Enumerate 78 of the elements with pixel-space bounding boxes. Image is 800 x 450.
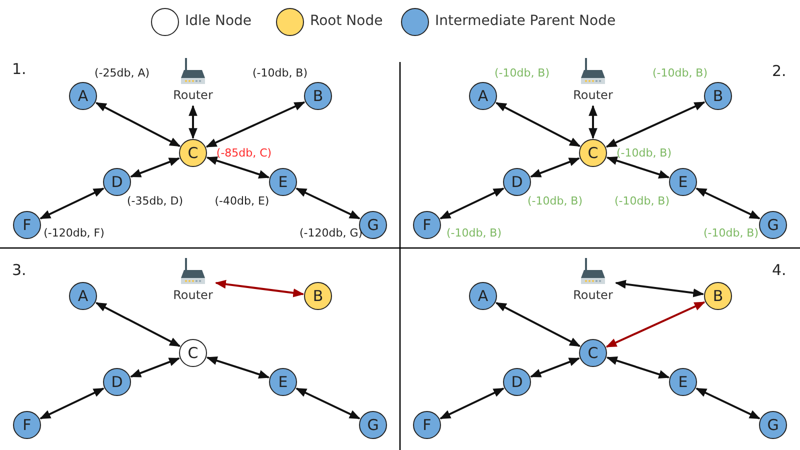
signal-strength-label: (-10db, B): [616, 146, 672, 160]
signal-strength-label: (-85db, C): [216, 146, 272, 160]
node-circle: F: [13, 211, 41, 239]
arrow: [495, 102, 581, 147]
arrow: [606, 356, 670, 379]
device-label: Router: [173, 288, 213, 302]
node-circle: A: [69, 282, 97, 310]
node-circle: F: [13, 411, 41, 439]
node-circle: A: [69, 82, 97, 110]
arrow: [530, 157, 580, 178]
node-circle: B: [304, 82, 332, 110]
node-circle: C: [579, 339, 607, 367]
node-circle: C: [179, 339, 207, 367]
legend-label: Intermediate Parent Node: [435, 13, 616, 29]
panel-number: 1.: [12, 60, 26, 78]
arrow: [214, 280, 304, 298]
arrow: [296, 188, 360, 220]
arrow: [530, 357, 580, 378]
signal-strength-label: (-10db, B): [446, 226, 502, 240]
arrow: [95, 302, 181, 347]
legend-label: Root Node: [310, 13, 383, 29]
arrow: [440, 188, 504, 220]
arrow: [495, 302, 581, 347]
node-circle: E: [269, 168, 297, 196]
node-circle: B: [704, 82, 732, 110]
signal-strength-label: (-25db, A): [94, 66, 150, 80]
device-label: Router: [173, 88, 213, 102]
signal-strength-label: (-35db, D): [127, 194, 183, 208]
arrow: [696, 388, 760, 420]
node-circle: A: [469, 82, 497, 110]
node-circle: F: [413, 211, 441, 239]
signal-strength-label: (-10db, B): [527, 194, 583, 208]
arrow: [606, 156, 670, 179]
arrow: [206, 356, 270, 379]
node-circle: C: [579, 139, 607, 167]
arrow: [606, 101, 706, 148]
node-circle: G: [759, 211, 787, 239]
arrow: [206, 156, 270, 179]
arrow: [614, 280, 704, 298]
arrow: [40, 388, 104, 420]
signal-strength-label: (-10db, B): [652, 66, 708, 80]
arrow: [440, 388, 504, 420]
panel-number: 2.: [772, 62, 786, 80]
node-circle: B: [704, 282, 732, 310]
arrow: [40, 188, 104, 220]
node-circle: G: [359, 411, 387, 439]
node-circle: A: [469, 282, 497, 310]
node-circle: B: [304, 282, 332, 310]
node-circle: G: [759, 411, 787, 439]
arrow: [95, 102, 181, 147]
node-circle: E: [669, 368, 697, 396]
node-circle: C: [179, 139, 207, 167]
signal-strength-label: (-40db, E): [214, 194, 270, 208]
arrow: [206, 101, 306, 148]
signal-strength-label: (-120db, F): [44, 226, 104, 240]
node-circle: E: [269, 368, 297, 396]
panel-number: 4.: [772, 261, 786, 279]
node-circle: D: [103, 168, 131, 196]
node-circle: D: [103, 368, 131, 396]
arrow: [606, 301, 706, 348]
node-circle: D: [503, 168, 531, 196]
panel-number: 3.: [12, 261, 26, 279]
legend-label: Idle Node: [185, 13, 252, 29]
node-circle: E: [669, 168, 697, 196]
arrow: [188, 104, 198, 140]
signal-strength-label: (-10db, B): [703, 226, 759, 240]
arrow: [130, 357, 180, 378]
signal-strength-label: (-10db, B): [614, 194, 670, 208]
signal-strength-label: (-10db, B): [494, 66, 550, 80]
device-label: Router: [573, 88, 613, 102]
arrow: [296, 388, 360, 420]
signal-strength-label: (-10db, B): [252, 66, 308, 80]
arrow: [696, 188, 760, 220]
arrow: [588, 104, 598, 140]
node-circle: D: [503, 368, 531, 396]
arrow: [130, 157, 180, 178]
node-circle: F: [413, 411, 441, 439]
device-label: Router: [573, 288, 613, 302]
